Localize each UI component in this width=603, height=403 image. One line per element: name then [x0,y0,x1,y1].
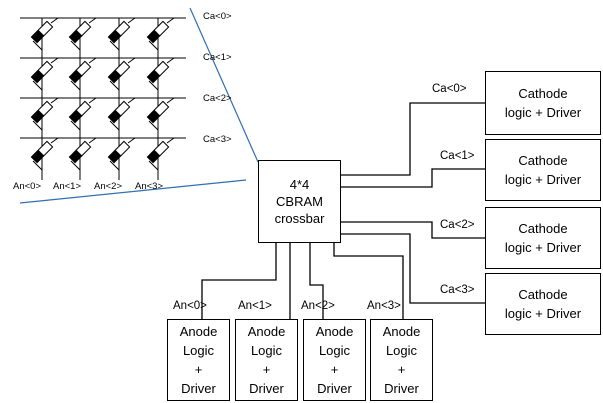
cathode-driver-block: Cathode logic + Driver [485,273,601,335]
anode-driver-line: + [330,362,339,377]
cbram-cell [30,97,59,131]
anode-wire-label: An<1> [238,300,272,312]
anode-wire-label: An<3> [367,300,401,312]
cbram-cell [68,97,97,131]
cbram-cell [107,137,136,171]
crossbar-line: crossbar [274,211,325,226]
cathode-driver-block: Cathode logic + Driver [485,71,601,135]
cathode-driver-line: Cathode [518,221,568,236]
zoom-callout-lines [19,7,259,204]
cathode-wire-label: Ca<0> [432,83,467,95]
anode-driver-block: Anode Logic + Driver [167,319,230,401]
grid-row-label: Ca<3> [203,134,232,145]
grid-col-label: An<1> [53,181,81,192]
cathode-driver-line: Cathode [518,86,568,101]
anode-wires [201,243,404,319]
cathode-driver-line: Cathode [518,153,568,168]
anode-driver-line: Anode [315,324,354,339]
cbram-cell [30,57,59,91]
cbram-cell [107,17,136,51]
cbram-cell [107,97,136,131]
anode-driver-line: + [397,362,406,377]
anode-driver-line: Driver [384,381,419,396]
cathode-wire-label: Ca<2> [440,219,475,231]
cathode-driver-block: Cathode logic + Driver [485,139,601,201]
cathode-driver-line: Cathode [518,287,568,302]
cbram-cell [68,17,97,51]
grid-row-label: Ca<1> [203,52,232,63]
cbram-cell [68,57,97,91]
cbram-cell [30,137,59,171]
anode-driver-line: Driver [249,381,284,396]
cathode-wire-label: Ca<3> [440,284,475,296]
anode-driver-block: Anode Logic + Driver [303,319,366,401]
anode-driver-line: Logic [318,343,351,358]
cathode-driver-line: logic + Driver [504,105,582,120]
grid-row-label: Ca<2> [203,93,232,104]
anode-driver-line: Logic [182,343,215,358]
crossbar-line: 4*4 [289,177,310,192]
cathode-driver-line: logic + Driver [504,306,582,321]
anode-wire-label: An<2> [301,300,335,312]
anode-driver-line: + [194,362,203,377]
cbram-crossbar-block: 4*4 CBRAM crossbar [258,160,341,243]
anode-driver-block: Anode Logic + Driver [370,319,433,401]
grid-col-label: An<0> [13,181,41,192]
cathode-driver-line: logic + Driver [504,172,582,187]
cathode-wires [340,102,485,304]
anode-driver-line: + [262,362,271,377]
cbram-cell [146,57,175,91]
grid-col-label: An<2> [94,181,122,192]
anode-driver-line: Anode [247,324,286,339]
crossbar-line: CBRAM [276,194,323,209]
cathode-driver-block: Cathode logic + Driver [485,207,601,269]
anode-driver-line: Logic [250,343,283,358]
grid-row-lines [20,17,186,139]
anode-driver-line: Anode [179,324,218,339]
cbram-cell [146,137,175,171]
anode-driver-block: Anode Logic + Driver [235,319,298,401]
anode-driver-line: Anode [382,324,421,339]
anode-wire-label: An<0> [173,300,207,312]
anode-driver-line: Driver [317,381,352,396]
anode-driver-line: Driver [181,381,216,396]
cathode-wire-label: Ca<1> [440,150,475,162]
cbram-cell [146,97,175,131]
grid-row-label: Ca<0> [203,11,232,22]
cbram-cell [146,17,175,51]
grid-col-label: An<3> [135,181,163,192]
cbram-cell [107,57,136,91]
cbram-cell-array [30,17,175,171]
cathode-driver-line: logic + Driver [504,240,582,255]
grid-col-lines [41,18,159,180]
cbram-cell [68,137,97,171]
cbram-cell [30,17,59,51]
anode-driver-line: Logic [385,343,418,358]
